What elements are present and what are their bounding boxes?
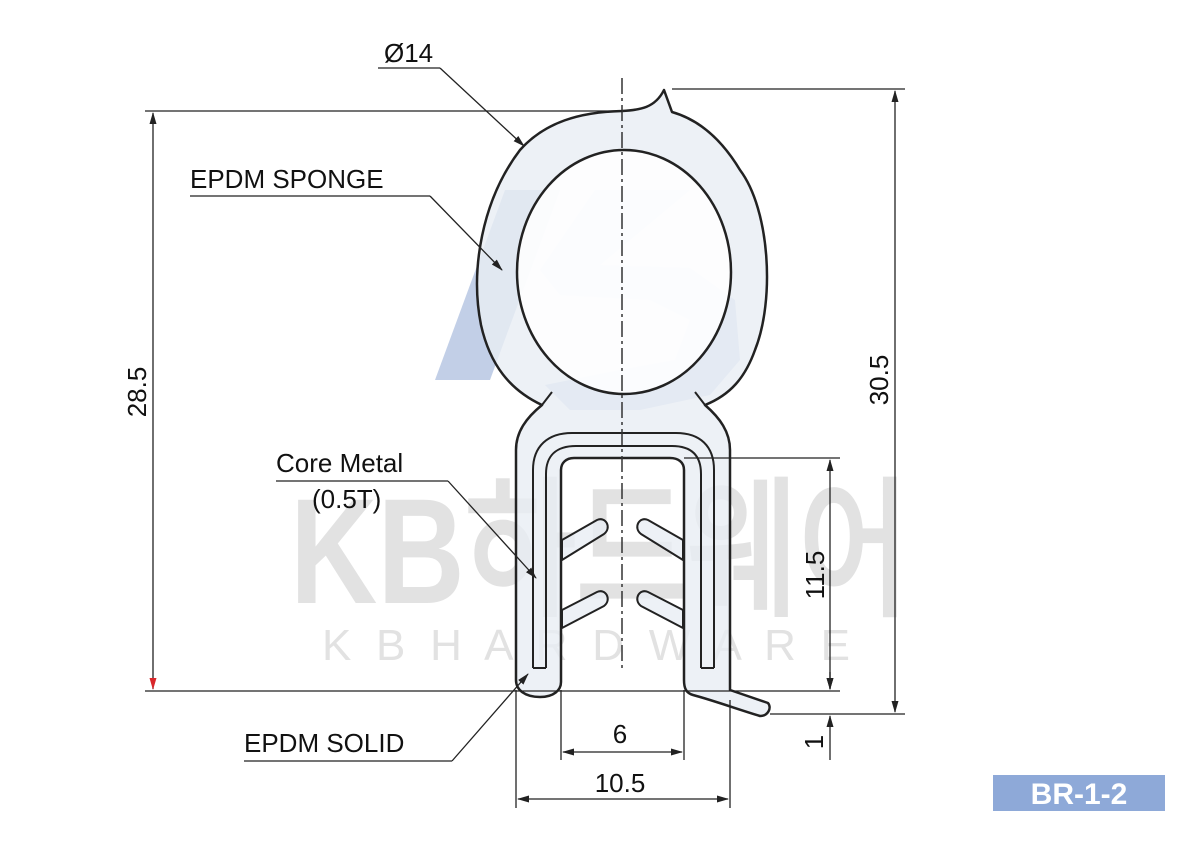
dim-overall-height-left [145, 110, 840, 692]
core-metal [532, 432, 715, 668]
seal-profile [475, 88, 771, 718]
dim-label-11-5: 11.5 [800, 551, 830, 600]
sponge-bulb-hole [515, 148, 733, 396]
dim-label-30-5: 30.5 [864, 355, 894, 406]
part-number-badge: BR-1-2 [993, 775, 1165, 811]
callout-core-thickness: (0.5T) [312, 484, 381, 514]
grip-finger [636, 518, 684, 561]
grip-finger [636, 590, 684, 629]
callout-diameter: Ø14 [384, 38, 433, 68]
dim-overall-height-right [672, 88, 905, 715]
leader-sponge [190, 195, 503, 271]
dim-label-28-5: 28.5 [122, 367, 152, 418]
dim-label-10-5: 10.5 [595, 768, 646, 798]
dim-outer-width [515, 690, 731, 808]
dim-inner-width [560, 690, 685, 760]
leader-core-metal [276, 480, 537, 579]
grip-finger [561, 590, 609, 629]
leader-diameter [378, 67, 525, 147]
callout-sponge: EPDM SPONGE [190, 164, 384, 194]
grip-finger [561, 518, 609, 561]
dim-label-6: 6 [613, 719, 627, 749]
dim-label-1: 1 [799, 735, 829, 749]
callout-core-metal: Core Metal [276, 448, 403, 478]
watermark-english: K B H A R D W A R E [322, 621, 882, 670]
callout-solid: EPDM SOLID [244, 728, 404, 758]
dim-clip-height [684, 457, 840, 690]
part-number: BR-1-2 [1031, 778, 1128, 811]
leader-solid [244, 673, 529, 762]
